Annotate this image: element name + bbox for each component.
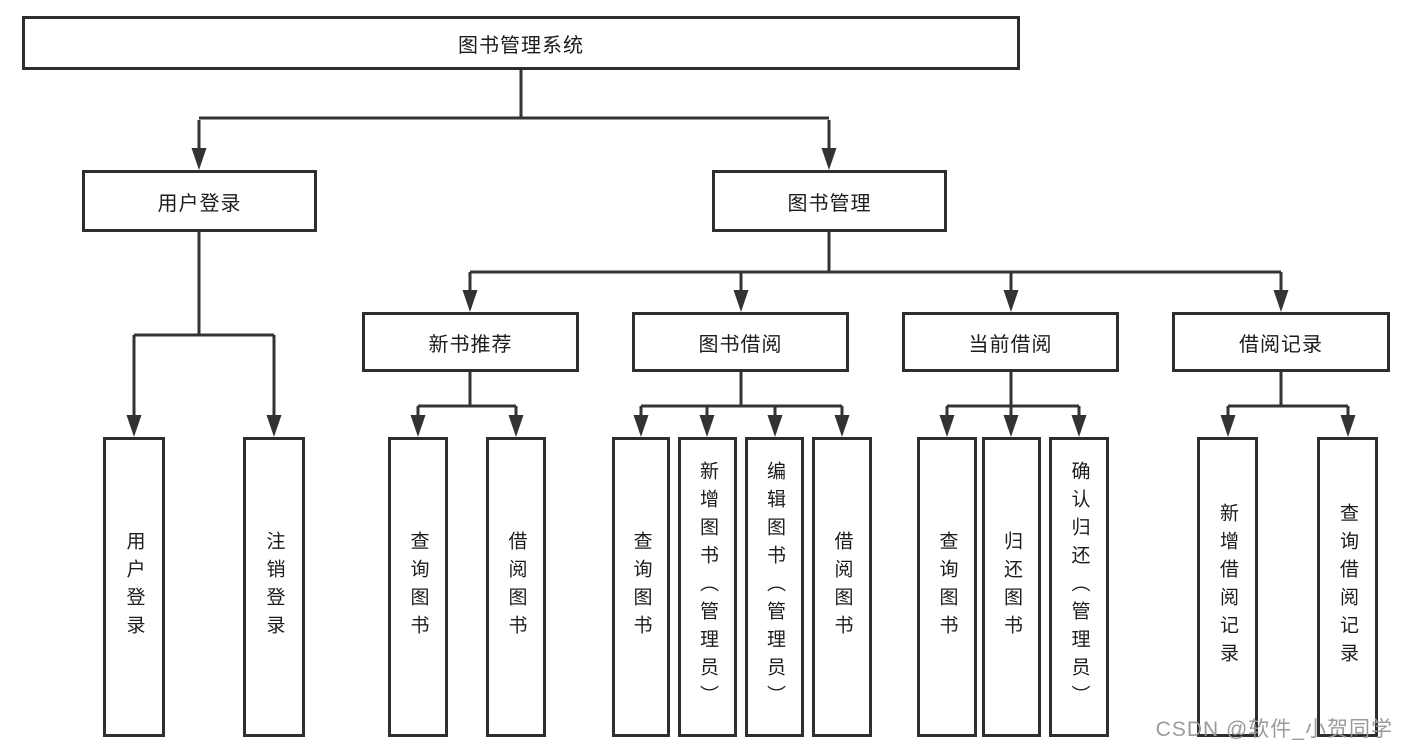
leaf-add-books-admin: 新增图书（管理员） bbox=[678, 437, 737, 737]
leaf-user-login: 用户登录 bbox=[103, 437, 165, 737]
node-label: 用户登录 bbox=[123, 531, 145, 643]
leaf-logout-login: 注销登录 bbox=[243, 437, 305, 737]
node-user-login: 用户登录 bbox=[82, 170, 317, 232]
node-label: 注销登录 bbox=[263, 531, 285, 643]
leaf-query-books-recommend: 查询图书 bbox=[388, 437, 448, 737]
node-label: 编辑图书（管理员） bbox=[764, 461, 785, 713]
leaf-confirm-return-admin: 确认归还（管理员） bbox=[1049, 437, 1109, 737]
node-label: 图书管理系统 bbox=[458, 34, 584, 57]
node-label: 查询借阅记录 bbox=[1337, 503, 1358, 671]
node-label: 确认归还（管理员） bbox=[1068, 461, 1090, 713]
node-label: 借阅记录 bbox=[1239, 333, 1323, 356]
node-label: 新书推荐 bbox=[428, 333, 513, 356]
leaf-query-books-current: 查询图书 bbox=[917, 437, 977, 737]
leaf-borrow-books: 借阅图书 bbox=[812, 437, 872, 737]
node-label: 图书管理 bbox=[787, 192, 872, 215]
node-label: 借阅图书 bbox=[831, 531, 853, 643]
node-label: 图书借阅 bbox=[698, 333, 783, 356]
leaf-edit-books-admin: 编辑图书（管理员） bbox=[745, 437, 804, 737]
leaf-add-borrow-record: 新增借阅记录 bbox=[1197, 437, 1258, 737]
node-book-borrowing: 图书借阅 bbox=[632, 312, 849, 372]
leaf-query-borrow-record: 查询借阅记录 bbox=[1317, 437, 1378, 737]
node-label: 查询图书 bbox=[407, 531, 429, 643]
leaf-query-books-borrowing: 查询图书 bbox=[612, 437, 670, 737]
leaf-return-books: 归还图书 bbox=[982, 437, 1041, 737]
node-label: 借阅图书 bbox=[505, 531, 527, 643]
node-label: 查询图书 bbox=[936, 531, 958, 643]
node-current-borrowing: 当前借阅 bbox=[902, 312, 1119, 372]
node-library-system-root: 图书管理系统 bbox=[22, 16, 1020, 70]
node-label: 归还图书 bbox=[1001, 531, 1022, 643]
node-borrowing-records: 借阅记录 bbox=[1172, 312, 1390, 372]
node-label: 新增图书（管理员） bbox=[697, 461, 718, 713]
watermark: CSDN @软件_小贺同学 bbox=[1155, 718, 1393, 741]
leaf-borrow-books-recommend: 借阅图书 bbox=[486, 437, 546, 737]
node-book-management: 图书管理 bbox=[712, 170, 947, 232]
node-label: 当前借阅 bbox=[968, 333, 1053, 356]
node-new-book-recommend: 新书推荐 bbox=[362, 312, 579, 372]
node-label: 查询图书 bbox=[630, 531, 652, 643]
node-label: 用户登录 bbox=[157, 192, 242, 215]
node-label: 新增借阅记录 bbox=[1217, 503, 1238, 671]
